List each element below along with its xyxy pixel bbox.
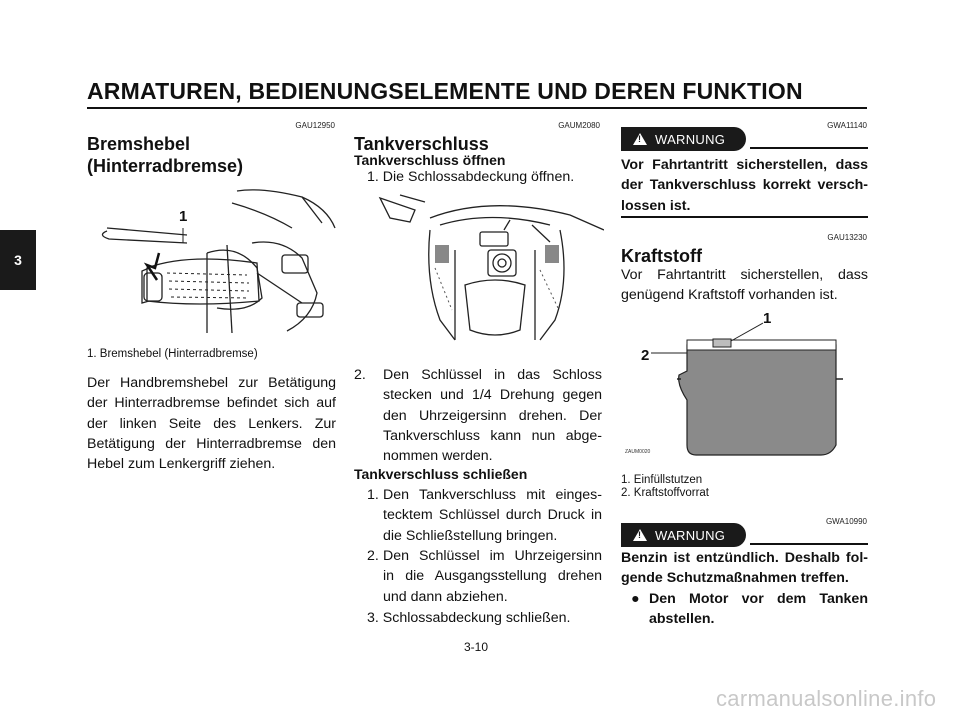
warning-1-line: der Tankverschluss korrekt versch- (621, 177, 868, 194)
warning-1-text: Vor Fahrtantritt sicherstellen, dass der… (621, 155, 868, 216)
watermark[interactable]: carmanualsonline.info (716, 686, 937, 711)
warning-triangle-icon: ! (633, 529, 647, 541)
open-step-2-line: nommen werden. (383, 448, 493, 465)
close-step-3: 3. Schlossabdeckung schließen. (367, 610, 571, 626)
fuel-caption-2: 2. Kraftstoffvorrat (621, 487, 709, 499)
warning-1-line: lossen ist. (621, 197, 691, 214)
step-number: 2. (354, 367, 366, 383)
warning-end-rule (621, 216, 868, 218)
heading-rule (87, 107, 867, 109)
open-step-2-line: Tankverschluss kann nun abge- (383, 427, 602, 444)
fuel-paragraph: Vor Fahrtantritt sicherstellen, dass gen… (621, 265, 868, 306)
close-step-1: 1. Den Tankverschluss mit einges- teckte… (367, 485, 602, 546)
warning-badge: ! WARNUNG (621, 127, 746, 151)
figure-caption: 1. Bremshebel (Hinterradbremse) (87, 348, 258, 360)
figure-label-1: 1 (763, 310, 771, 327)
brake-para-line: Betätigung der Hinterradbremse den (87, 435, 336, 452)
open-step-2-line: den Uhrzeigersinn drehen. Der (383, 407, 602, 424)
close-step-2: 2. Den Schlüssel im Uhrzeigersinn in die… (367, 546, 602, 607)
open-step-1: 1. Die Schlossabdeckung öffnen. (367, 169, 575, 185)
bullet-line: Den Motor vor dem Tanken (649, 591, 868, 607)
warning-2-text: Benzin ist entzündlich. Deshalb fol- gen… (621, 548, 868, 589)
warning-2-line: gende Schutzmaßnahmen treffen. (621, 570, 849, 587)
fuel-para-line: Vor Fahrtantritt sicherstellen, dass (621, 267, 868, 283)
section-code: GAU12950 (295, 121, 335, 130)
figure-code: ZAUM0020 (625, 449, 651, 455)
section-title-tank-cap: Tankverschluss (354, 134, 489, 154)
open-step-2-line: stecken und 1/4 Drehung gegen (383, 387, 602, 404)
figure-label-2: 2 (641, 347, 649, 364)
subheading-close: Tankverschluss schließen (354, 466, 528, 482)
section-title-fuel: Kraftstoff (621, 246, 702, 266)
warning-rule (750, 147, 868, 149)
warning-label: WARNUNG (655, 131, 726, 147)
warning-2-bullet: ● Den Motor vor dem Tanken abstellen. (631, 589, 868, 630)
section-code: GWA10990 (825, 517, 867, 526)
bullet-icon: ● (631, 591, 640, 607)
fuel-caption-1: 1. Einfüllstutzen (621, 474, 703, 486)
bullet-line: abstellen. (649, 611, 715, 628)
warning-label: WARNUNG (655, 527, 726, 543)
section-title-brake-line1: Bremshebel (87, 134, 191, 154)
close-step-2-line: Den Schlüssel im Uhrzeigersinn (383, 548, 602, 564)
brake-paragraph: Der Handbremshebel zur Betätigung der Hi… (87, 373, 336, 474)
figure-callout-1: 1 (179, 208, 187, 225)
section-code: GAUM2080 (558, 121, 600, 130)
warning-2-line: Benzin ist entzündlich. Deshalb fol- (621, 550, 868, 566)
brake-para-line: der Hinterradbremse befindet sich auf (87, 395, 336, 412)
step-number: 1. (367, 487, 379, 503)
close-step-2-line: und dann abziehen. (383, 588, 508, 605)
brake-lever-figure: 1 (87, 183, 337, 335)
brake-para-line: Hebel zum Lenkergriff ziehen. (87, 456, 276, 473)
close-step-1-line: Den Tankverschluss mit einges- (383, 487, 602, 503)
warning-rule (750, 543, 868, 545)
close-step-2-line: in die Ausgangsstellung drehen (383, 568, 602, 585)
warning-triangle-icon: ! (633, 133, 647, 145)
subheading-open: Tankverschluss öffnen (354, 152, 506, 168)
fuel-para-line: genügend Kraftstoff vorhanden ist. (621, 287, 838, 304)
step-number: 2. (367, 548, 379, 564)
section-code: GAU13230 (827, 233, 867, 242)
section-code: GWA11140 (827, 121, 867, 130)
close-step-1-line: die Schließstellung bringen. (383, 527, 558, 544)
open-step-2-line: Den Schlüssel in das Schloss (383, 367, 602, 383)
warning-badge: ! WARNUNG (621, 523, 746, 547)
chapter-tab[interactable]: 3 (0, 230, 36, 290)
fuel-tank-figure: 1 2 ZAUM0020 (621, 305, 868, 465)
page-number: 3-10 (464, 640, 489, 654)
warning-1-line: Vor Fahrtantritt sicherstellen, dass (621, 157, 868, 173)
tank-cap-figure (370, 190, 605, 355)
brake-para-line: der linken Seite des Lenkers. Zur (87, 415, 336, 432)
brake-para-line: Der Handbremshebel zur Betätigung (87, 375, 336, 391)
section-title-brake-line2: (Hinterradbremse) (87, 156, 244, 176)
page-heading: ARMATUREN, BEDIENUNGSELEMENTE UND DEREN … (87, 78, 803, 104)
close-step-1-line: tecktem Schlüssel durch Druck in (383, 507, 602, 524)
open-step-2: 2. Den Schlüssel in das Schloss stecken … (354, 365, 602, 466)
